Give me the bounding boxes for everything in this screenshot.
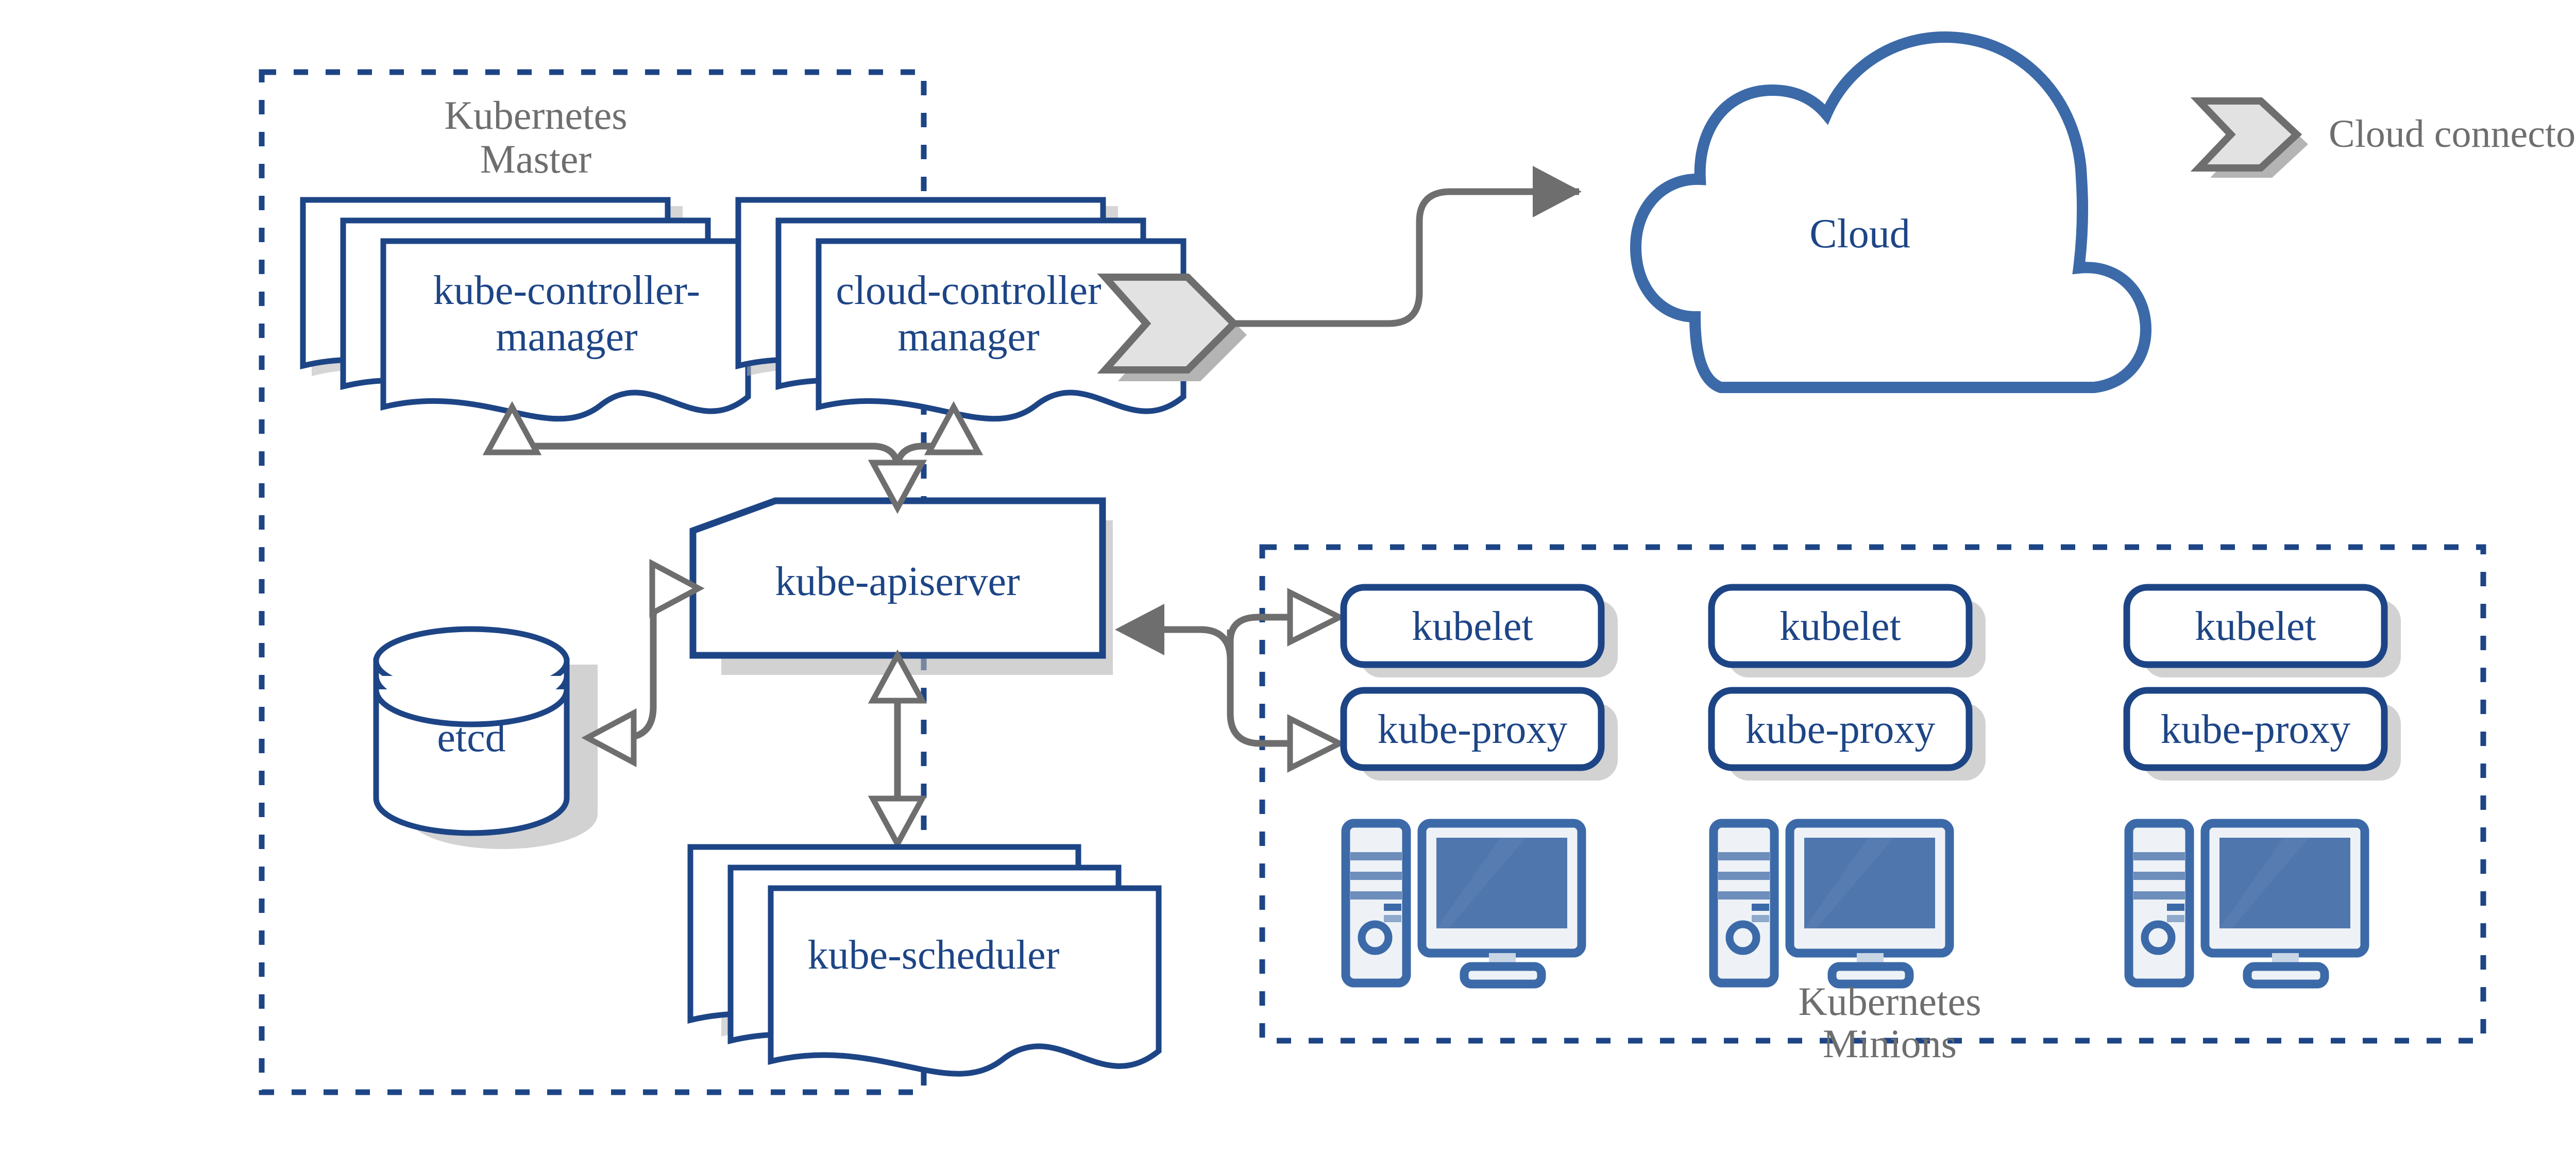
arrowhead-right-to-kubelet [1287,588,1346,647]
arrowhead-to-cloud [1533,166,1582,217]
connector-apiserver-scheduler [868,649,927,850]
kubernetes-master-label-line1: Kubernetes [444,93,627,138]
arrowhead-down-to-apiserver [868,460,927,514]
minion-3-kube-proxy-box[interactable] [2123,687,2388,771]
arrowhead-to-kube-controller-manager [482,401,542,455]
minion-node-1[interactable]: kubelet kube-proxy [1340,584,1618,989]
minion-2-kubelet-box[interactable] [1708,584,1973,668]
etcd-label: etcd [437,715,505,760]
kube-controller-manager-sheet-front [380,238,751,422]
connector-apiserver-to-minion [1115,588,1346,773]
minion-node-3[interactable]: kubelet kube-proxy [2123,584,2401,989]
connector-ccm-to-cloud [1234,166,1582,327]
etcd-band-2 [373,689,570,727]
kube-controller-manager-label-line1: kube-controller- [433,268,700,313]
connector-etcd-apiserver [581,558,705,768]
kubernetes-master-boundary [259,69,927,1095]
cloud-controller-manager-label-line2: manager [897,314,1039,360]
kubernetes-minions-boundary [1259,544,2486,1044]
kube-controller-manager-label-line2: manager [496,314,637,360]
minion-2-desktop-computer-icon [1709,819,1954,989]
kubernetes-minions-label-line2: Minions [1823,1021,1957,1066]
minion-3-desktop-computer-icon [2124,819,2369,989]
arrowhead-to-cloud-controller-manager [924,401,984,455]
legend-cloud-connector-icon [2190,97,2302,172]
kube-scheduler-label: kube-scheduler [808,932,1060,978]
legend-cloud-connector-label: Cloud connector [2329,112,2576,156]
cloud-controller-manager-label-line1: cloud-controller [836,268,1101,313]
kubernetes-master-label-line2: Master [480,137,592,181]
node-cloud-controller-manager[interactable]: cloud-controller manager [735,197,1187,422]
arrowhead-down-to-scheduler [868,795,927,850]
node-kube-apiserver[interactable]: kube-apiserver [689,497,1113,675]
cloud-shape [1630,31,2152,393]
arrowhead-right-to-kube-proxy [1287,714,1346,773]
minion-2-kube-proxy-box[interactable] [1708,687,1973,771]
legend: Cloud connector [2190,97,2576,178]
node-cloud[interactable]: Cloud [1623,31,2195,418]
kube-scheduler-sheet-front [768,885,1162,1077]
minion-1-kube-proxy-label: kube-proxy [1378,707,1568,752]
cloud-label: Cloud [1809,211,1910,257]
legend-item-cloud-connector[interactable]: Cloud connector [2190,97,2576,178]
minion-1-kube-proxy-box[interactable] [1340,687,1605,771]
arrowhead-to-apiserver-from-etcd [649,558,705,618]
minion-3-kubelet-box[interactable] [2123,584,2388,668]
minion-1-kubelet-box[interactable] [1340,584,1605,668]
minion-3-kube-proxy-label: kube-proxy [2161,707,2351,752]
cloud-connector-chevron-shape [1097,274,1239,374]
minion-node-2[interactable]: kubelet kube-proxy [1708,584,1986,989]
minion-2-kube-proxy-label: kube-proxy [1745,707,1936,752]
node-kube-scheduler[interactable]: kube-scheduler [687,844,1162,1077]
minion-2-kubelet-label: kubelet [1780,604,1901,649]
node-kube-controller-manager[interactable]: kube-controller- manager [300,197,751,422]
kube-apiserver-label: kube-apiserver [775,559,1020,604]
arrowhead-left-to-apiserver [1115,604,1164,655]
arrowhead-up-to-apiserver [868,649,927,704]
arrowhead-to-etcd-from-apiserver [581,708,637,768]
cloud-controller-manager-sheet-front [816,238,1187,422]
connector-apiserver-to-controller-managers [482,401,984,514]
minion-3-kubelet-label: kubelet [2195,604,2316,649]
kube-apiserver-shape [689,497,1106,659]
node-etcd[interactable]: etcd [373,626,598,849]
cloud-connector-chevron-icon[interactable] [1097,274,1247,381]
minion-1-desktop-computer-icon [1341,819,1586,989]
minion-1-kubelet-label: kubelet [1412,604,1533,649]
kubernetes-minions-label-line1: Kubernetes [1798,979,1981,1024]
